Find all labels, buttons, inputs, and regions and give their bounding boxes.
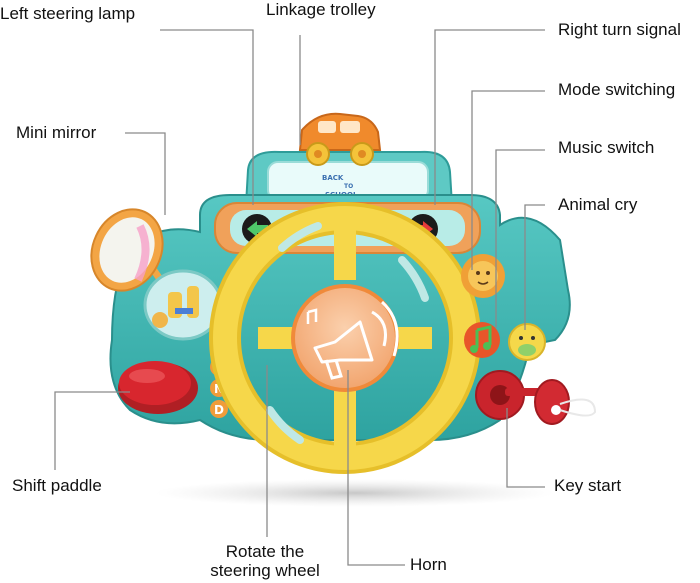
label-mini-mirror: Mini mirror bbox=[16, 123, 97, 142]
leader-horn bbox=[347, 370, 405, 566]
mini-mirror[interactable] bbox=[78, 198, 175, 303]
label-key-start: Key start bbox=[554, 476, 622, 495]
megaphone-icon bbox=[313, 320, 374, 364]
music-switch-button[interactable] bbox=[464, 322, 500, 358]
leader-mode-switching bbox=[471, 90, 545, 270]
label-rotate-line-1: Rotate the bbox=[225, 542, 305, 561]
leader-right-turn-signal bbox=[434, 29, 545, 205]
music-note-icon bbox=[475, 325, 492, 348]
animal-cry-button[interactable] bbox=[508, 323, 546, 361]
sign-text-2: TO bbox=[344, 183, 353, 190]
leader-animal-cry bbox=[524, 204, 545, 330]
label-left-steering-lamp: Left steering lamp bbox=[0, 4, 136, 23]
key-start[interactable] bbox=[475, 370, 597, 425]
floor-shadow bbox=[155, 479, 555, 507]
sign-text-1: BACK bbox=[322, 174, 344, 182]
leader-left-steering-lamp bbox=[160, 29, 254, 205]
label-horn: Horn bbox=[410, 555, 447, 574]
label-music-switch: Music switch bbox=[558, 138, 655, 157]
lion-mode-knob[interactable] bbox=[461, 254, 505, 298]
label-mode-switching: Mode switching bbox=[558, 80, 676, 99]
label-animal-cry: Animal cry bbox=[558, 195, 638, 214]
leader-key-start bbox=[506, 408, 545, 488]
label-rotate-line-2: steering wheel bbox=[210, 561, 320, 580]
label-shift-paddle: Shift paddle bbox=[12, 476, 102, 495]
horn-button[interactable] bbox=[291, 284, 399, 392]
leader-shift-paddle bbox=[54, 391, 130, 470]
label-linkage-trolley: Linkage trolley bbox=[266, 0, 376, 19]
gear-d-dot bbox=[210, 400, 228, 418]
leader-music-switch bbox=[495, 149, 545, 328]
label-right-turn-signal: Right turn signal bbox=[558, 20, 681, 39]
linkage-trolley-car[interactable] bbox=[298, 112, 382, 166]
shift-paddle[interactable] bbox=[118, 361, 198, 414]
leader-lines bbox=[54, 29, 545, 566]
leader-mini-mirror bbox=[125, 132, 166, 215]
gear-d-letter: D bbox=[214, 403, 224, 417]
